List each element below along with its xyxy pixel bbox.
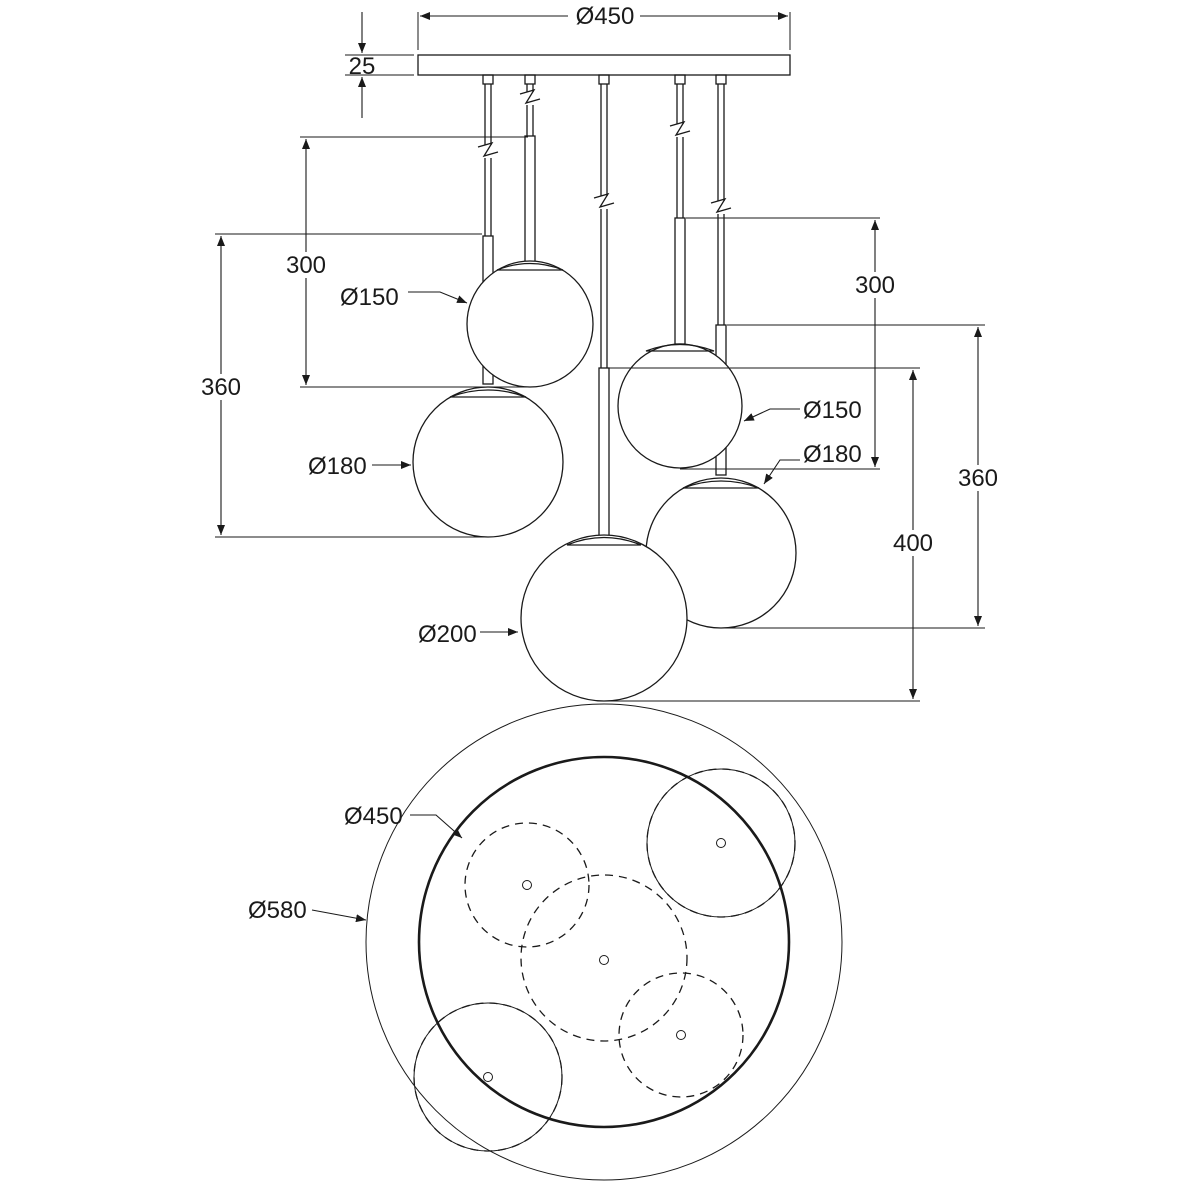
drop-dimensions-left: 300 360 (196, 136, 530, 538)
plan-globe-bottom-left (413, 1002, 563, 1152)
cable-points (483, 838, 726, 1082)
plan-overall-diameter-label: Ø580 (248, 897, 307, 924)
canopy-height-dimension: 25 (345, 12, 414, 118)
elevation-view: Ø450 25 (196, 3, 1004, 702)
overall-footprint-circle (365, 703, 843, 1181)
globe-small-right-label: Ø150 (803, 397, 862, 424)
globe-large-right-label: Ø180 (803, 441, 862, 468)
globe-small-left-label: Ø150 (340, 284, 399, 311)
globe-diameter-leaders: Ø150 Ø180 Ø150 Ø180 Ø200 (308, 284, 862, 648)
globe-small-left (466, 260, 594, 388)
drop-right-outer-label: 360 (958, 465, 998, 492)
plan-globe-top-right (646, 768, 796, 918)
canopy-height-label: 25 (349, 53, 376, 80)
drop-dimensions-right: 300 360 400 (604, 217, 1004, 702)
drop-right-inner-label: 300 (855, 272, 895, 299)
canopy-width-dimension: Ø450 (417, 3, 791, 50)
canopy-circle (417, 755, 791, 1129)
drop-left-inner-label: 300 (286, 252, 326, 279)
canopy-plate (417, 54, 791, 76)
globe-center-label: Ø200 (418, 621, 477, 648)
plan-canopy-diameter-label: Ø450 (344, 803, 403, 830)
globe-center (520, 534, 688, 702)
drop-right-center-label: 400 (893, 530, 933, 557)
globe-small-right (617, 343, 743, 469)
canopy-diameter-label: Ø450 (576, 3, 635, 30)
globe-large-left-label: Ø180 (308, 453, 367, 480)
globe-large-left (412, 386, 564, 538)
drop-left-outer-label: 360 (201, 374, 241, 401)
cable-stubs (482, 74, 727, 85)
plan-view: Ø450 Ø580 (248, 703, 843, 1181)
globe-large-right (645, 477, 797, 629)
